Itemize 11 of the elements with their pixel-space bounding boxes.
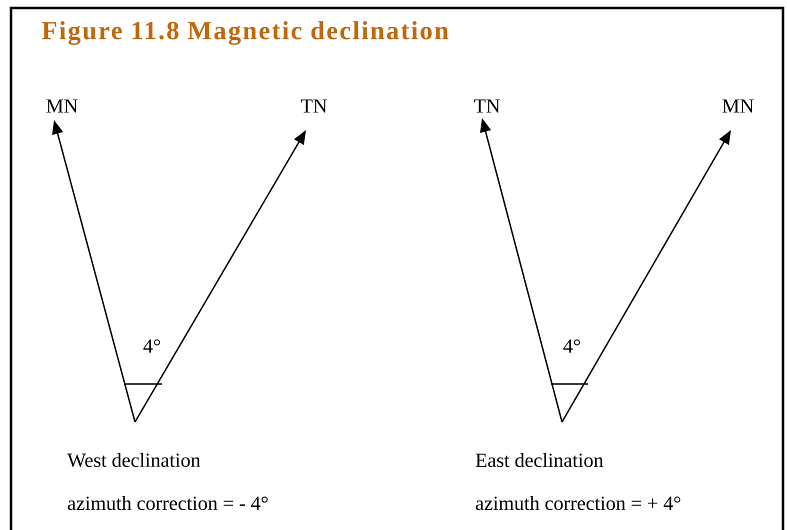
label: West declination	[67, 452, 200, 468]
label: MN	[722, 99, 754, 113]
label: TN	[474, 99, 500, 113]
label: 4°	[563, 339, 580, 353]
label: TN	[301, 99, 327, 113]
label: azimuth correction = - 4°	[68, 496, 268, 510]
label: 4°	[143, 339, 160, 353]
label: MN	[46, 99, 78, 113]
label: East declination	[476, 452, 604, 468]
label: azimuth correction = + 4°	[476, 496, 680, 510]
title: Figure 11.8 Magnetic declination	[42, 21, 448, 45]
